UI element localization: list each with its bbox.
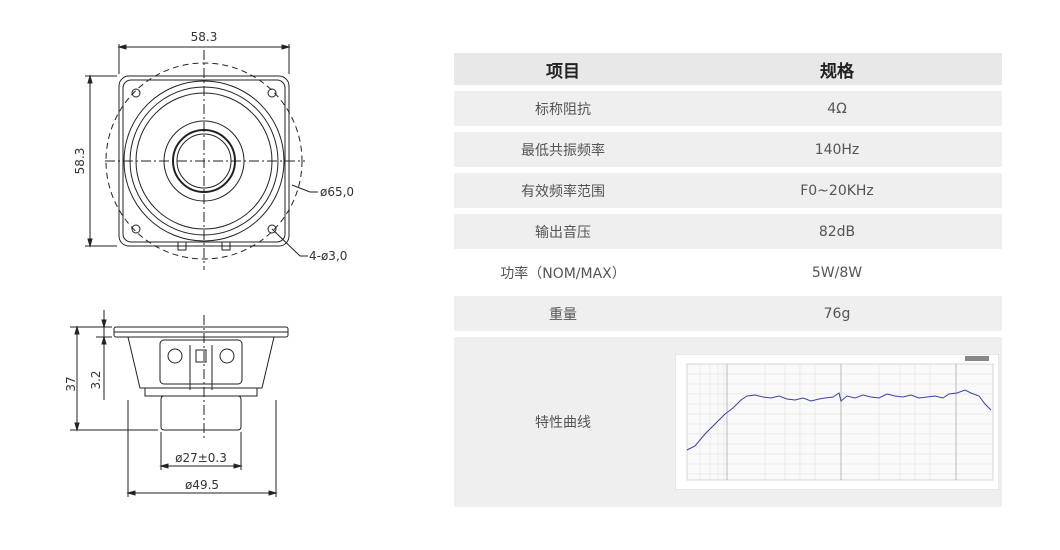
flange-height-label: 3.2 [89, 370, 103, 389]
table-row: 重量 76g [454, 296, 1002, 331]
row-item: 有效频率范围 [521, 183, 605, 200]
response-curve [672, 354, 1002, 490]
row-spec: 140Hz [814, 141, 860, 158]
table-row: 有效频率范围 F0~20KHz [454, 173, 1002, 208]
mount-holes-label: 4-ø3,0 [309, 249, 347, 263]
spec-table: 项目 规格 标称阻抗 4Ω 最低共振频率 140Hz 有效频率范围 F0~20K… [454, 53, 1002, 513]
row-item: 输出音压 [535, 224, 591, 241]
row-item: 最低共振频率 [521, 142, 605, 159]
row-spec: 76g [823, 305, 851, 322]
outer-diameter-label: ø65,0 [320, 185, 354, 199]
curve-label: 特性曲线 [535, 415, 591, 431]
curve-row: 特性曲线 [454, 337, 1002, 507]
row-spec: F0~20KHz [800, 182, 874, 199]
row-item: 标称阻抗 [535, 101, 591, 118]
height-dimension: 58.3 [73, 148, 87, 175]
table-row: 标称阻抗 4Ω [454, 91, 1002, 126]
header-spec: 规格 [820, 61, 854, 82]
table-row: 最低共振频率 140Hz [454, 132, 1002, 167]
row-item: 功率（NOM/MAX） [500, 265, 626, 282]
total-height-label: 37 [64, 376, 78, 391]
technical-drawing: 58.3 58.3 ø65,0 4-ø3,0 [0, 0, 440, 550]
side-view-drawing [70, 310, 289, 497]
basket-diameter-label: ø49.5 [185, 478, 219, 492]
row-spec: 82dB [818, 223, 856, 240]
table-row: 输出音压 82dB [454, 214, 1002, 249]
row-item: 重量 [549, 306, 577, 323]
magnet-diameter-label: ø27±0.3 [175, 451, 227, 465]
frequency-response-graph [675, 354, 999, 490]
table-row: 功率（NOM/MAX） 5W/8W [454, 255, 1002, 290]
top-view-drawing: 58.3 58.3 ø65,0 4-ø3,0 [64, 30, 354, 497]
header-item: 项目 [546, 61, 580, 82]
row-spec: 5W/8W [811, 264, 863, 281]
table-header: 项目 规格 [454, 53, 1002, 85]
width-dimension: 58.3 [191, 30, 218, 44]
row-spec: 4Ω [827, 100, 847, 117]
